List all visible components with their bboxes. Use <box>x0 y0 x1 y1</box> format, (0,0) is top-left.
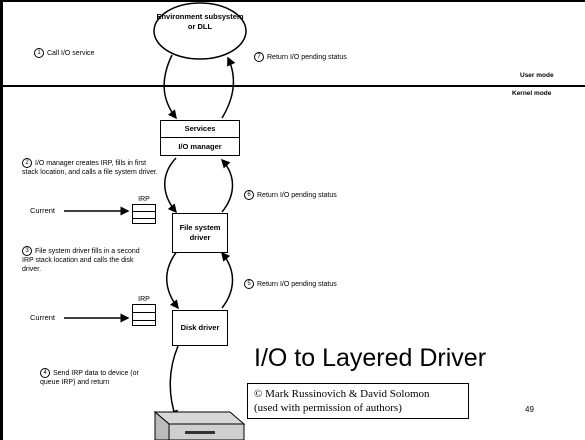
step-number: 5 <box>244 279 254 289</box>
step-number: 2 <box>22 158 32 168</box>
services-box: Services <box>160 120 240 138</box>
file-system-driver-box: File system driver <box>172 213 228 253</box>
arrow-call-io-service <box>163 54 177 120</box>
arrow-return-7 <box>221 56 236 119</box>
kernel-mode-label: Kernel mode <box>512 90 552 97</box>
arrow-call-fsd <box>164 157 177 214</box>
step-number: 4 <box>40 368 50 378</box>
user-kernel-divider <box>3 85 585 87</box>
credit-line-1: © Mark Russinovich & David Solomon <box>254 388 430 400</box>
slide-title: I/O to Layered Driver <box>254 344 487 372</box>
irp-stack-location <box>133 313 155 321</box>
step-number: 3 <box>22 246 32 256</box>
step-number: 6 <box>244 190 254 200</box>
step-text: Return I/O pending status <box>267 53 347 61</box>
step-text: Call I/O service <box>47 49 95 57</box>
irp-stack-location <box>133 212 155 219</box>
step-text: File system driver fills in a second IRP… <box>22 247 140 273</box>
disk-device-icon <box>153 410 246 440</box>
arrow-return-5 <box>221 251 234 309</box>
step-text: Return I/O pending status <box>257 191 337 199</box>
slide-frame-top <box>0 0 585 2</box>
step-text: Send IRP data to device (or queue IRP) a… <box>40 369 139 386</box>
step-text: I/O manager creates IRP, fills in first … <box>22 159 158 176</box>
env-subsystem-label: Environment subsystem or DLL <box>156 12 244 31</box>
arrow-return-6 <box>220 158 234 213</box>
irp-stack-location <box>133 305 155 313</box>
page-number: 49 <box>525 405 534 414</box>
arrow-to-device <box>169 345 179 420</box>
irp-label-1: IRP <box>138 196 150 203</box>
step-text: Return I/O pending status <box>257 280 337 288</box>
irp-stack-1 <box>132 204 156 224</box>
irp-stack-location <box>133 205 155 212</box>
step-number: 7 <box>254 52 264 62</box>
irp-label-2: IRP <box>138 296 150 303</box>
current-label-2: Current <box>30 313 56 322</box>
credit-box: © Mark Russinovich & David Solomon (used… <box>247 383 469 419</box>
io-manager-box: I/O manager <box>160 138 240 156</box>
irp-stack-location <box>133 219 155 225</box>
credit-line-2: (used with permission of authors) <box>254 402 402 414</box>
current-label-1: Current <box>30 206 56 215</box>
irp-stack-location <box>133 321 155 327</box>
env-ellipse <box>153 2 247 60</box>
step-number: 1 <box>34 48 44 58</box>
slide-frame-left <box>0 0 3 440</box>
irp-stack-2 <box>132 304 156 326</box>
user-mode-label: User mode <box>520 72 554 79</box>
disk-driver-box: Disk driver <box>172 310 228 346</box>
arrow-call-disk <box>166 249 179 310</box>
